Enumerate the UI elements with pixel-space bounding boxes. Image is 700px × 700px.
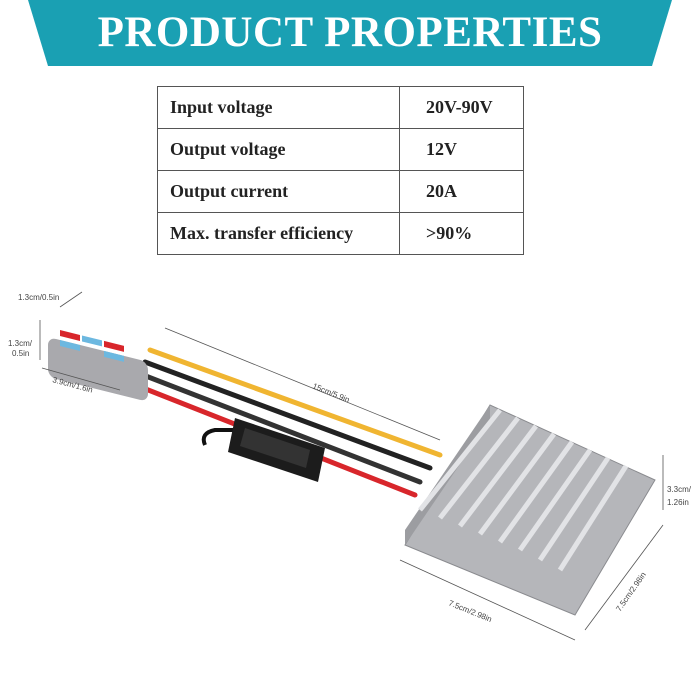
property-value: >90% xyxy=(399,212,524,255)
dim-module-height-2: 1.26in xyxy=(667,498,689,507)
converter-module-icon xyxy=(404,404,656,616)
property-value: 12V xyxy=(399,128,524,171)
page-title: PRODUCT PROPERTIES xyxy=(97,9,603,56)
dim-module-width: 7.5cm/2.98in xyxy=(614,570,648,613)
dim-connector-width: 1.3cm/0.5in xyxy=(18,293,59,302)
fuse-holder-icon xyxy=(201,418,325,482)
property-label: Max. transfer efficiency xyxy=(157,212,400,255)
dim-connector-height-1: 1.3cm/ xyxy=(8,339,33,348)
dimension-lines xyxy=(39,291,664,641)
title-banner: PRODUCT PROPERTIES xyxy=(0,0,700,66)
product-illustration: 1.3cm/0.5in 1.3cm/ 0.5in 3.9cm/1.6in 15c… xyxy=(8,291,692,641)
dim-cable-length: 15cm/5.9in xyxy=(311,382,351,405)
wire-connector-icon xyxy=(48,329,148,401)
dim-module-length: 7.5cm/2.98in xyxy=(447,599,493,625)
property-value: 20V-90V xyxy=(399,86,524,129)
property-label: Output current xyxy=(157,170,400,213)
property-label: Input voltage xyxy=(157,86,400,129)
property-value: 20A xyxy=(399,170,524,213)
property-label: Output voltage xyxy=(157,128,400,171)
dim-connector-height-2: 0.5in xyxy=(12,349,29,358)
dim-module-height-1: 3.3cm/ xyxy=(667,485,692,494)
wires xyxy=(125,347,443,498)
table-row: Max. transfer efficiency>90% xyxy=(157,212,524,255)
